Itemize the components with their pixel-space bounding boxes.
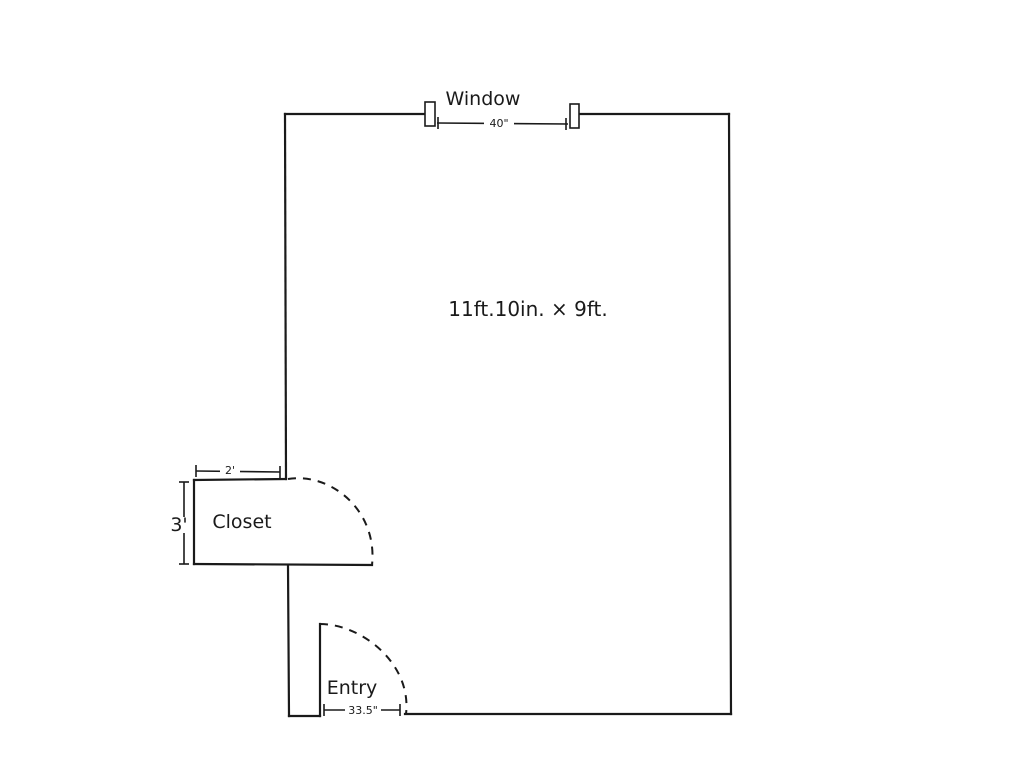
- window-frame-right: [569, 103, 580, 129]
- window-label: Window: [446, 88, 521, 110]
- closet-depth-label-bg: [170, 517, 190, 533]
- window-frame-left: [424, 101, 436, 127]
- closet-width-label-bg: [220, 462, 240, 476]
- closet-bottom-wall: [192, 562, 374, 567]
- closet-dimensions: 2' 3' Closet: [170, 462, 281, 565]
- entry-label: Entry: [327, 677, 378, 699]
- closet-width-label: 2': [225, 464, 235, 477]
- room-walls: [283, 112, 733, 718]
- left-wall-lower: [286, 564, 291, 718]
- closet-door-swing: [287, 477, 374, 566]
- entry-door-swing: [319, 623, 408, 715]
- right-wall: [727, 112, 733, 716]
- window-dim-label-bg: [484, 116, 514, 130]
- room-dimensions-label: 11ft.10in. × 9ft.: [448, 297, 607, 321]
- entry-width-label-bg: [345, 703, 381, 717]
- entry-dimensions: 33.5" Entry: [323, 677, 401, 717]
- window: 40" Window: [424, 88, 580, 130]
- closet-depth-label: 3': [170, 514, 187, 536]
- entry-width-label: 33.5": [348, 704, 378, 717]
- window-width-label: 40": [489, 117, 508, 130]
- left-wall-upper: [283, 112, 288, 481]
- closet-label: Closet: [212, 511, 271, 533]
- closet: [192, 477, 374, 567]
- closet-top-wall: [192, 477, 288, 482]
